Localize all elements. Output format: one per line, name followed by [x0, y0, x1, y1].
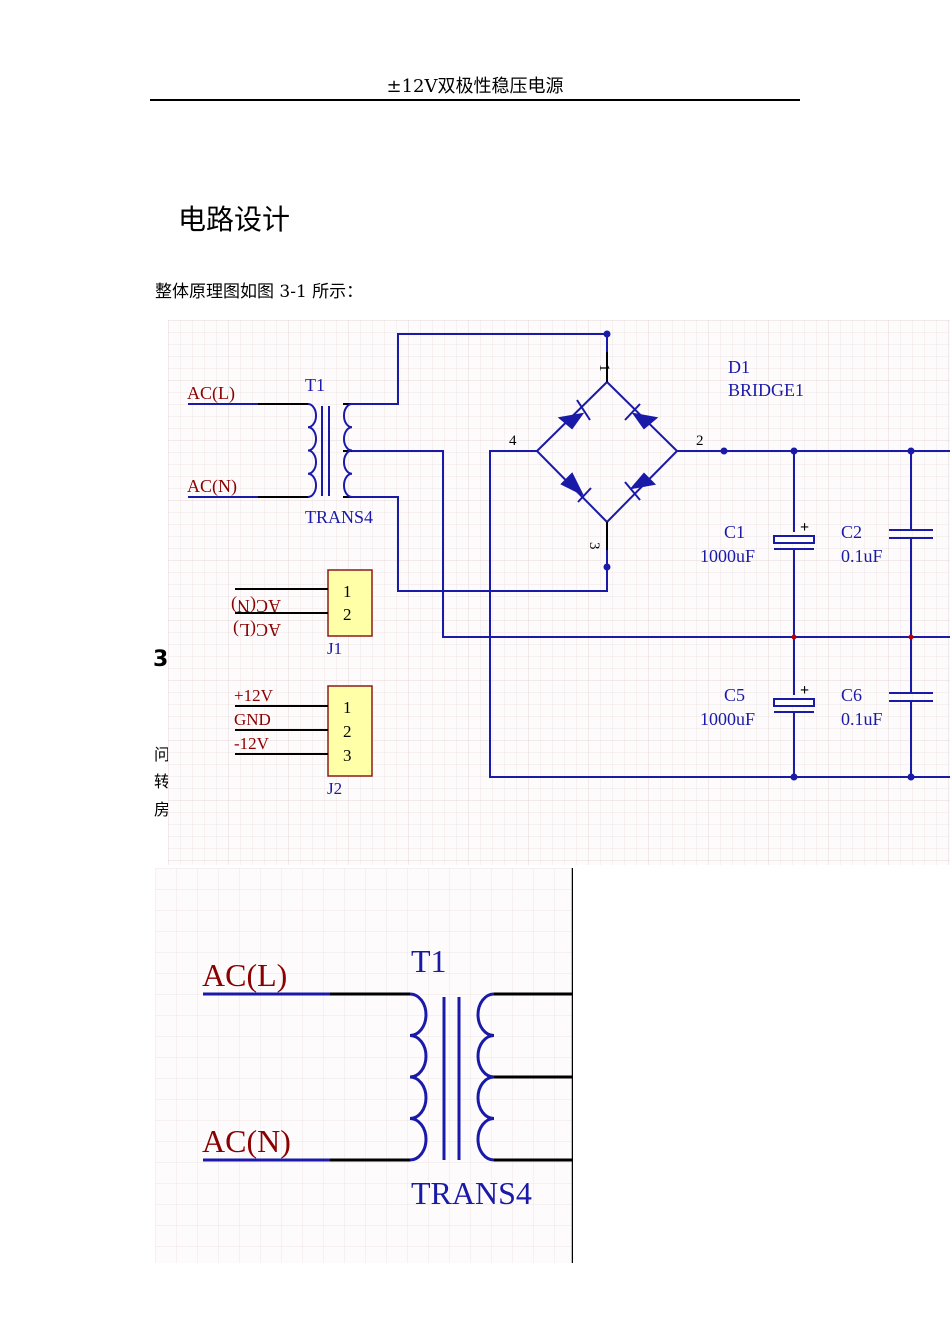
- d1-comment: BRIDGE1: [728, 380, 804, 400]
- connector-j2: [235, 685, 373, 777]
- c2-value: 0.1uF: [841, 546, 883, 566]
- j2-pin-1: 1: [343, 698, 352, 717]
- c1-designator: C1: [724, 522, 745, 542]
- t1-comment: TRANS4: [305, 507, 373, 527]
- c1-polarity-mark: +: [800, 519, 809, 536]
- c6-designator: C6: [841, 685, 862, 705]
- partial-section-number: 3: [153, 647, 169, 672]
- section-heading: 电路设计: [178, 203, 291, 236]
- wires: [188, 333, 950, 778]
- t1-designator: T1: [305, 375, 325, 395]
- c5-designator: C5: [724, 685, 745, 705]
- partial-text-line: 房: [154, 800, 171, 819]
- j2-designator: J2: [327, 779, 342, 798]
- bridge-pin-3: 3: [586, 542, 602, 550]
- capacitor-c6: [889, 692, 933, 702]
- j1-pin-1: 1: [343, 582, 352, 601]
- bridge-pin-1: 1: [596, 364, 612, 372]
- ac-line-label: AC(L): [187, 383, 235, 404]
- c6-value: 0.1uF: [841, 709, 883, 729]
- zoom-t1-comment: TRANS4: [411, 1175, 532, 1211]
- capacitor-c1: [773, 535, 815, 550]
- j1-designator: J1: [327, 639, 342, 658]
- zoom-ac-line-label: AC(L): [202, 957, 287, 993]
- transformer-t1: [258, 403, 353, 498]
- c1-value: 1000uF: [700, 546, 755, 566]
- zoom-input-wires: [203, 992, 330, 1162]
- j2-net-plus12v: +12V: [234, 686, 274, 705]
- zoom-t1-designator: T1: [411, 943, 447, 979]
- j2-net-gnd: GND: [234, 710, 271, 729]
- j2-pin-3: 3: [343, 746, 352, 765]
- c5-polarity-mark: +: [800, 682, 809, 699]
- partial-text-line: 转: [154, 772, 171, 791]
- d1-designator: D1: [728, 357, 750, 377]
- header-rule: [150, 99, 800, 101]
- transformer-zoom-figure: T1 TRANS4 AC(L) AC(N): [155, 868, 573, 1263]
- j1-net-ac-n: AC(N): [231, 595, 281, 616]
- capacitor-c2: [889, 529, 933, 539]
- intro-text: 整体原理图如图 3-1 所示：: [155, 282, 364, 302]
- partial-text-line: 问: [154, 745, 171, 764]
- connector-j1: [235, 569, 373, 637]
- zoom-ac-neutral-label: AC(N): [202, 1123, 291, 1159]
- capacitor-c5: [773, 698, 815, 713]
- zoom-winding-leads: [330, 992, 572, 1162]
- c5-value: 1000uF: [700, 709, 755, 729]
- j1-net-ac-l: AC(L): [233, 619, 281, 640]
- bridge-pin-4: 4: [509, 433, 517, 449]
- j2-pin-2: 2: [343, 722, 352, 741]
- bridge-rectifier-d1: [536, 352, 678, 550]
- zoom-grid: [155, 868, 573, 1263]
- zoom-transformer-coils: [409, 992, 495, 1162]
- j1-pin-2: 2: [343, 605, 352, 624]
- c2-designator: C2: [841, 522, 862, 542]
- page-header-title: ±12V双极性稳压电源: [386, 76, 564, 97]
- schematic-figure: T1 TRANS4 AC(L) AC(N) 1: [168, 320, 950, 865]
- net-junctions: [791, 634, 914, 640]
- schematic-grid-major: [168, 320, 950, 865]
- ac-neutral-label: AC(N): [187, 476, 237, 497]
- bridge-pin-2: 2: [696, 433, 704, 449]
- junction-dots: [603, 330, 915, 781]
- j2-net-minus12v: -12V: [234, 734, 270, 753]
